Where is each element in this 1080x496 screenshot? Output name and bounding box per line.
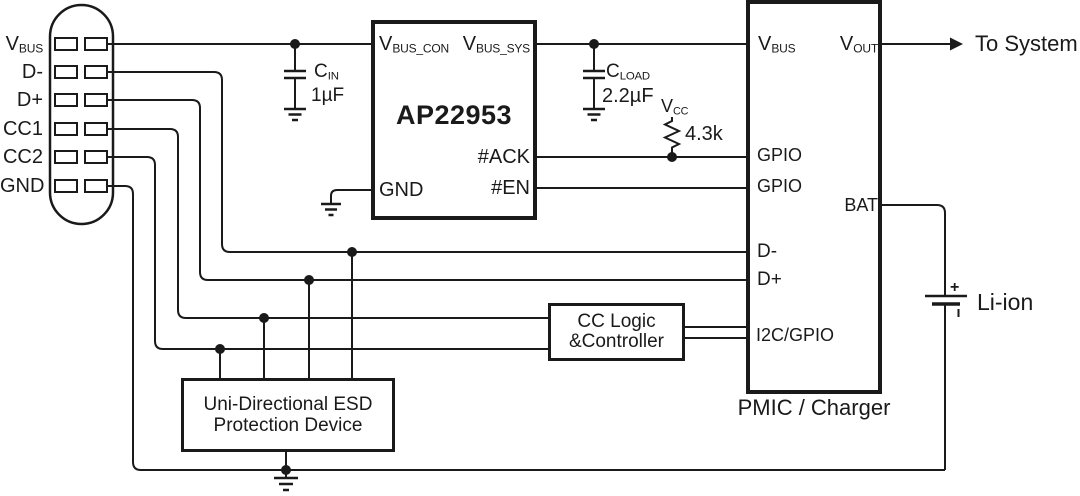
cc-logic-line1: CC Logic (577, 311, 656, 332)
connector-label-dminus: D- (21, 61, 43, 83)
cc-logic-controller-box: CC Logic &Controller (548, 303, 685, 361)
junction-dot (290, 39, 300, 49)
junction-dot (281, 465, 291, 475)
pmic-pin-gpio-top: GPIO (757, 145, 803, 165)
ap-pin-en: #EN (491, 177, 530, 199)
esd-line2: Protection Device (213, 415, 363, 436)
ap-pin-vbus-sys: VBUS_SYS (462, 33, 531, 56)
capacitor-cin-symbol (284, 44, 306, 122)
esd-protection-box: Uni-Directional ESD Protection Device (181, 378, 395, 452)
wire-ap-gnd (330, 189, 373, 203)
pmic-pin-vout: VOUT (839, 33, 878, 56)
battery-symbol (925, 294, 967, 317)
ground-symbol-esd (274, 476, 298, 492)
cin-refdes: CIN (314, 61, 339, 83)
ground-symbol-ap-gnd (321, 202, 341, 217)
battery-label: Li-ion (977, 289, 1034, 315)
pmic-pin-gpio-bottom: GPIO (757, 176, 803, 196)
connector-label-cc2: CC2 (2, 146, 43, 168)
junction-dot (259, 313, 269, 323)
pmic-pin-i2c-gpio: I2C/GPIO (756, 325, 835, 345)
junction-dot (215, 344, 225, 354)
wire-d-plus (107, 99, 748, 281)
pmic-pin-dplus: D+ (757, 269, 782, 290)
cload-refdes: CLOAD (606, 61, 650, 83)
wire-d-minus (107, 71, 748, 253)
pmic-charger-box (746, 0, 882, 394)
capacitor-cload-symbol (583, 44, 605, 122)
wire-cc1 (107, 128, 550, 319)
usb-c-connector (48, 3, 115, 226)
connector-label-gnd: GND (0, 175, 45, 197)
pmic-pin-bat: BAT (844, 195, 878, 215)
ap-chip-name: AP22953 (395, 100, 513, 130)
wire-gnd-return (107, 185, 945, 471)
to-system-label: To System (975, 31, 1078, 56)
cload-value: 2.2µF (602, 85, 654, 107)
connector-label-vbus: VBUS (5, 33, 44, 56)
esd-line1: Uni-Directional ESD (203, 394, 373, 415)
pmic-box-label: PMIC / Charger (737, 395, 891, 420)
connector-label-cc1: CC1 (2, 118, 43, 140)
junction-dot (347, 247, 357, 257)
ap-pin-ack: #ACK (477, 146, 530, 168)
cc-logic-line2: &Controller (568, 331, 665, 352)
cin-value: 1µF (311, 85, 345, 106)
connector-label-dplus: D+ (16, 89, 43, 111)
ap-pin-gnd: GND (379, 179, 424, 201)
wire-cc2 (107, 156, 550, 350)
vcc-net-label: VCC (661, 96, 689, 118)
ap-pin-vbus-con: VBUS_CON (379, 33, 449, 56)
junction-dots (215, 39, 677, 475)
battery-plus-sign: + (950, 279, 960, 296)
junction-dot (667, 152, 677, 162)
usb-c-pin-pads (54, 37, 108, 193)
wires (107, 43, 950, 477)
usb-c-shell (48, 3, 115, 226)
pmic-pin-dminus: D- (757, 241, 778, 262)
resistor-symbol (662, 117, 682, 157)
pmic-pin-vbus: VBUS (758, 33, 796, 56)
wire-bat-positive (880, 204, 946, 295)
junction-dot (589, 39, 599, 49)
junction-dot (304, 275, 314, 285)
to-system-arrow (950, 37, 963, 51)
pullup-resistor-value: 4.3k (685, 123, 723, 145)
ap22953-box (371, 20, 537, 220)
